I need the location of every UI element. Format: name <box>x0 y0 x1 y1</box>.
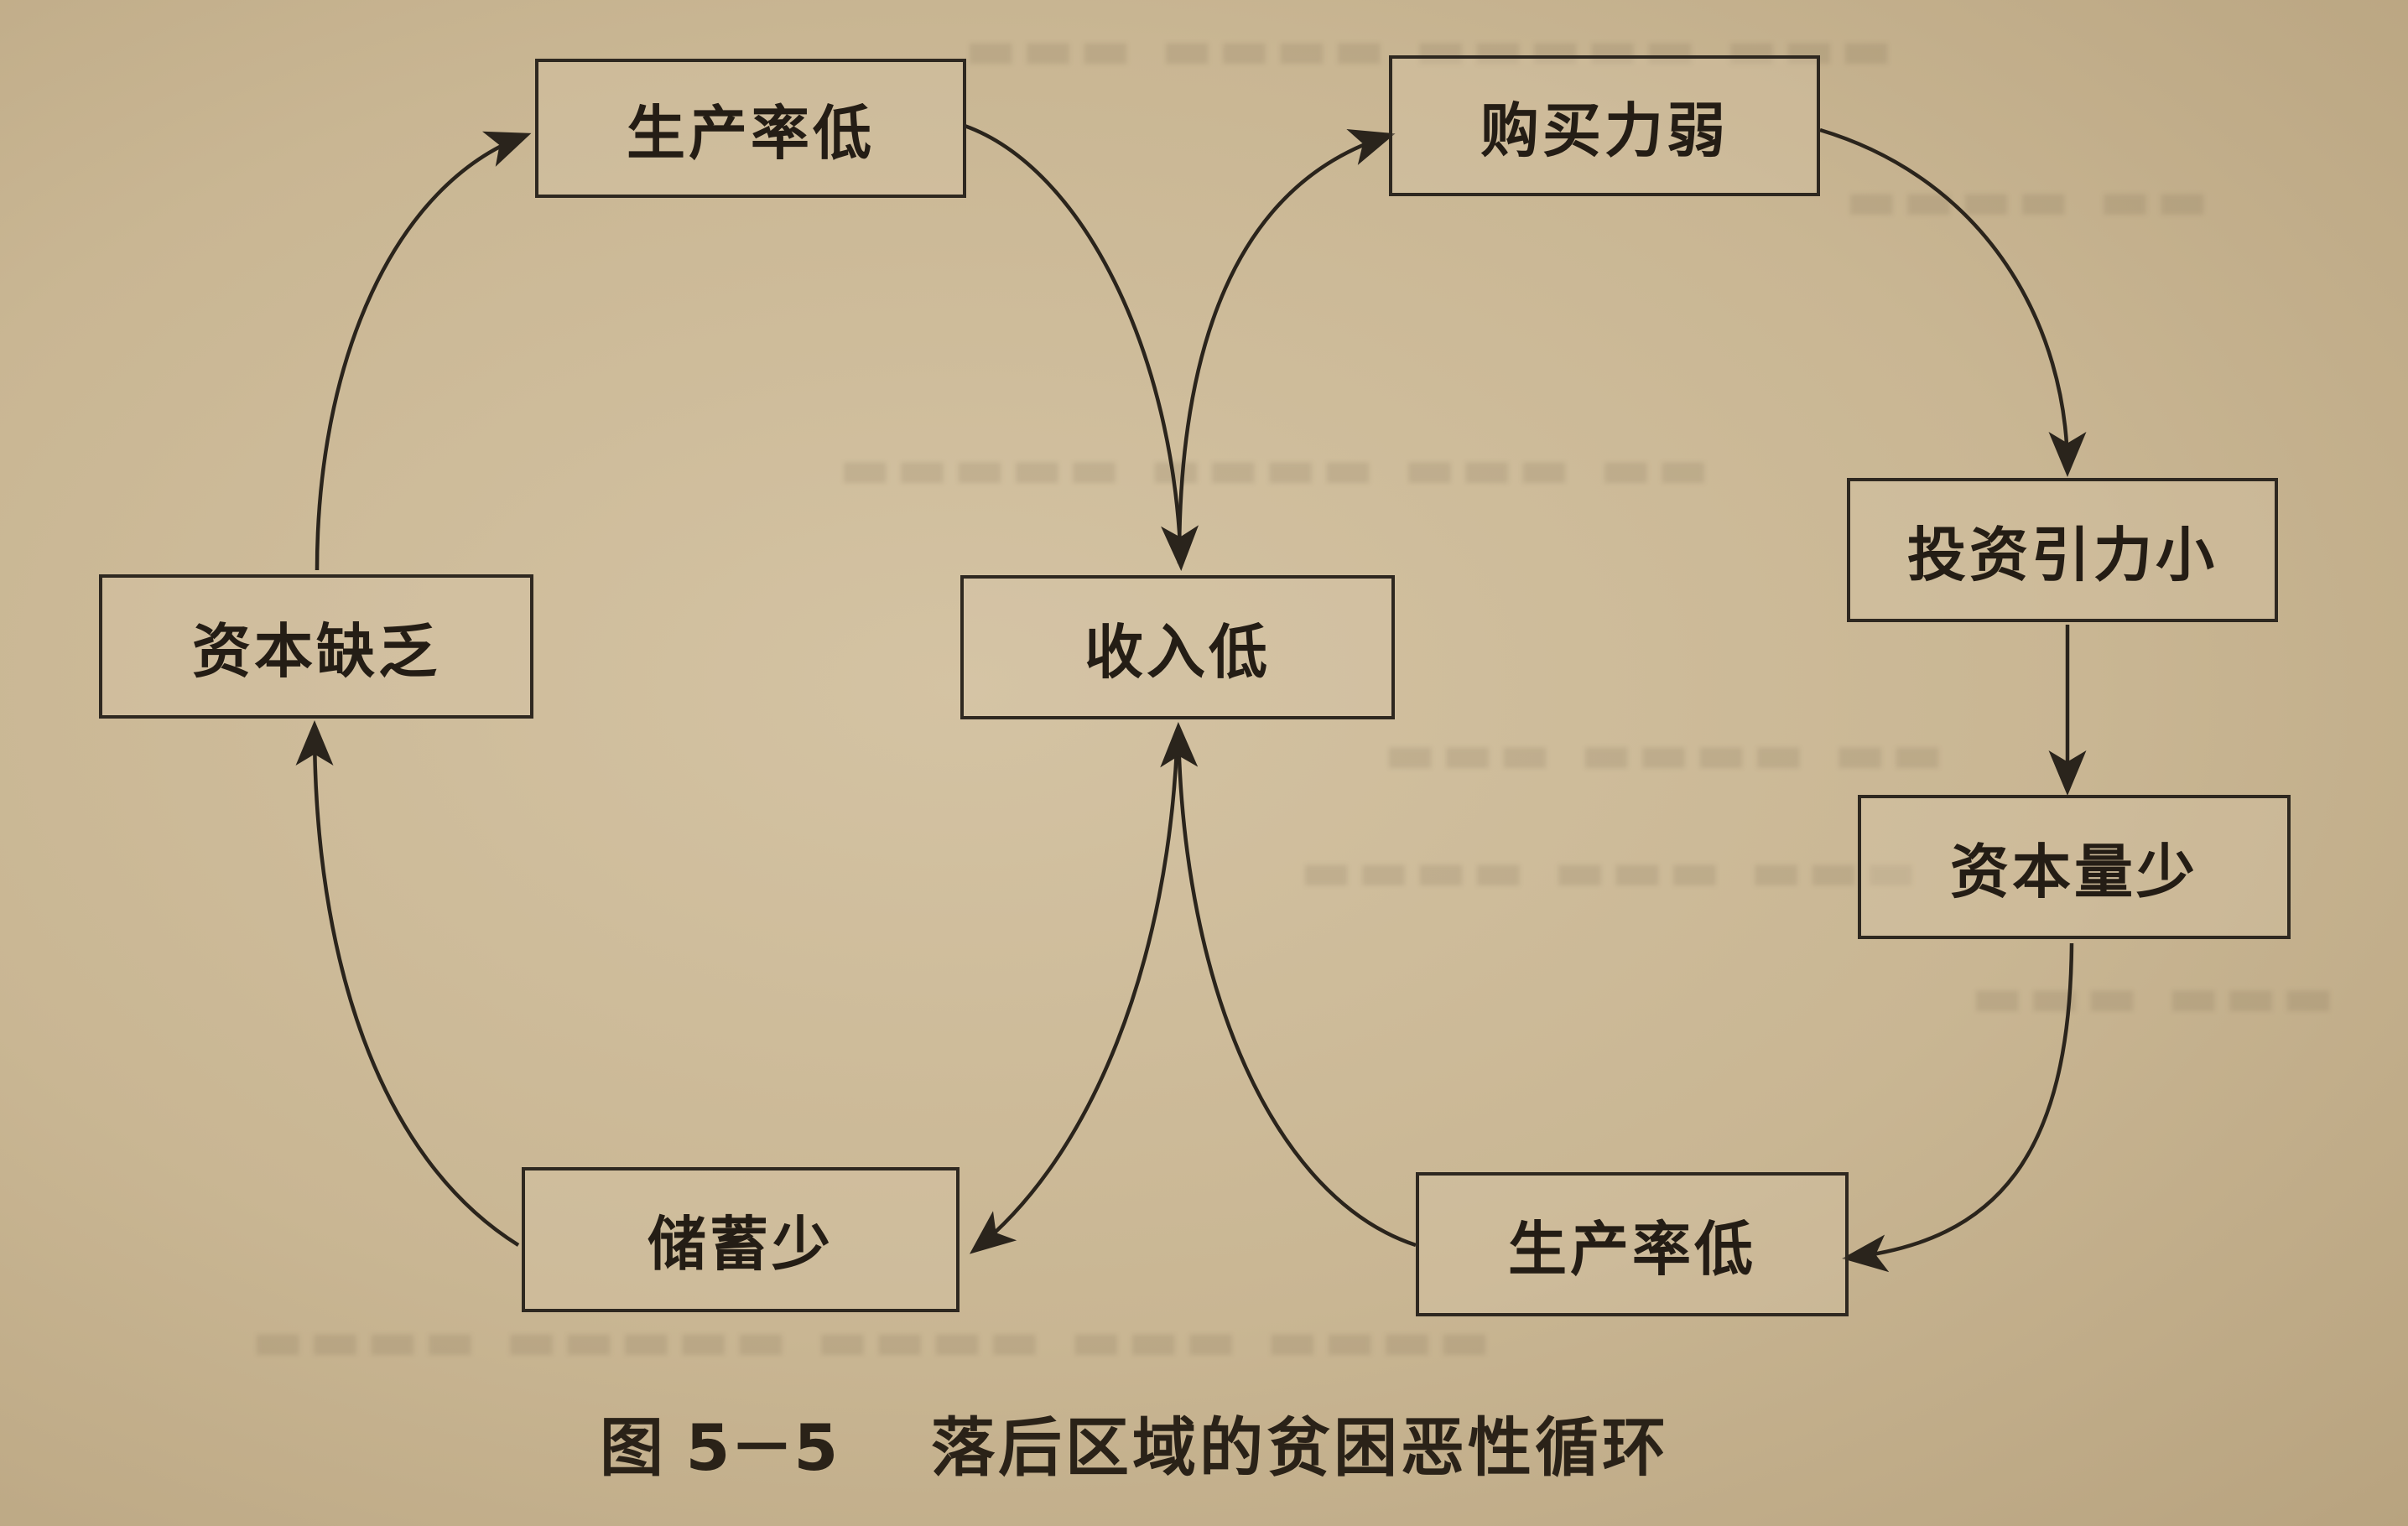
edge-income-to-savings <box>969 729 1180 1254</box>
bleed-through-text: ▬▬▬ ▬▬▬ <box>1971 964 2340 1029</box>
node-productivity-low-bottom: 生产率低 <box>1416 1172 1849 1316</box>
node-capital-amount-small: 资本量少 <box>1858 795 2291 939</box>
node-productivity-low-top: 生产率低 <box>535 59 966 198</box>
bleed-through-text: ▬▬▬▬ ▬▬▬▬▬ ▬▬▬▬ ▬▬▬ ▬▬▬▬ <box>252 1308 1496 1373</box>
node-savings-low: 储蓄少 <box>522 1167 960 1312</box>
edge-productivity-bottom-to-income <box>1160 722 1417 1248</box>
bleed-through-text: ▬▬▬▬ ▬▬ <box>1845 168 2214 232</box>
bleed-through-text: ▬▬▬▬▬ ▬▬▬▬ ▬▬▬ ▬▬ <box>839 436 1714 501</box>
edge-purchasing-to-investment <box>1819 127 2087 477</box>
node-purchasing-power-weak: 购买力弱 <box>1389 55 1820 196</box>
edge-capital-amount-to-productivity <box>1842 942 2074 1273</box>
bleed-through-text: ▬▬▬▬ ▬▬▬ ▬▬▬ <box>1300 838 1922 903</box>
bleed-through-text: ▬▬▬ ▬▬▬▬ ▬▬ <box>1384 721 1949 786</box>
edge-savings-to-capital <box>295 720 520 1247</box>
bleed-through-text: ▬▬▬ ▬▬▬▬ ▬▬▬▬▬ ▬▬▬ <box>965 17 1898 81</box>
edge-productivity-to-income <box>964 123 1199 571</box>
node-capital-shortage: 资本缺乏 <box>99 574 533 719</box>
node-income-low: 收入低 <box>960 575 1395 719</box>
edge-income-to-purchasing <box>1177 129 1396 564</box>
figure-title: 落后区域的贫困恶性循环 <box>931 1410 1669 1485</box>
figure-label: 图 5－5 <box>600 1410 839 1485</box>
node-investment-incentive-small: 投资引力小 <box>1847 478 2278 622</box>
edge-capital-to-productivity <box>315 131 532 571</box>
